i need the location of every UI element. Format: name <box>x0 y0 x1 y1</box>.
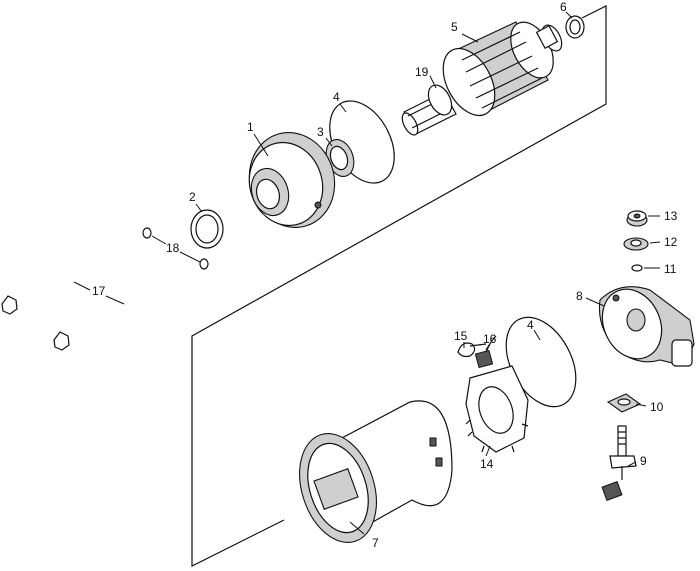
callout-2: 2 <box>189 190 196 204</box>
leader-14 <box>485 445 491 457</box>
assembly-boundary <box>191 5 607 567</box>
field-frame-part-7 <box>299 400 453 543</box>
terminal-stud-part-9 <box>601 425 637 501</box>
leader-6 <box>565 11 573 19</box>
washer-part-12 <box>623 237 649 251</box>
callout-16: 16 <box>483 332 497 346</box>
leader-18b <box>179 251 201 263</box>
armature-shaft-part-19 <box>401 84 457 136</box>
leader-8 <box>585 297 605 307</box>
callout-4b: 4 <box>527 318 534 332</box>
washer-part-2 <box>190 209 224 249</box>
leader-16 <box>485 343 491 353</box>
callout-14: 14 <box>480 457 494 471</box>
leader-12 <box>649 241 661 244</box>
callout-19: 19 <box>415 65 429 79</box>
drive-end-housing-part-1 <box>248 131 336 229</box>
armature-part-5 <box>442 21 563 117</box>
leader-9 <box>627 461 637 467</box>
through-bolt-part-17-upper <box>1 250 105 315</box>
commutator-end-housing-part-8 <box>598 286 695 367</box>
o-ring-part-11 <box>631 264 643 272</box>
leader-17b <box>105 295 125 305</box>
leader-19 <box>429 75 437 89</box>
leader-7 <box>349 521 365 535</box>
through-bolt-part-17-lower <box>53 283 163 351</box>
leader-1 <box>253 133 269 157</box>
leader-17a <box>73 281 91 291</box>
callout-17: 17 <box>92 284 106 298</box>
callout-3: 3 <box>317 125 324 139</box>
callout-15: 15 <box>454 329 468 343</box>
leader-2 <box>195 203 203 213</box>
callout-10: 10 <box>650 400 664 414</box>
leader-3 <box>325 137 333 147</box>
callout-1: 1 <box>247 120 254 134</box>
leader-5 <box>461 33 479 43</box>
leader-4b <box>533 329 541 341</box>
leader-4a <box>339 103 347 113</box>
brush-plate-part-14 <box>465 365 529 453</box>
brush-part-16 <box>474 335 497 369</box>
callout-18: 18 <box>166 241 180 255</box>
callout-6: 6 <box>560 0 567 14</box>
callout-9: 9 <box>640 454 647 468</box>
callout-8: 8 <box>576 289 583 303</box>
o-ring-part-18-a <box>142 227 152 239</box>
leader-10 <box>635 403 647 407</box>
callout-11: 11 <box>664 262 677 276</box>
callout-4a: 4 <box>333 90 340 104</box>
insulator-part-10 <box>606 393 642 413</box>
callout-13: 13 <box>664 209 678 223</box>
callout-5: 5 <box>451 20 458 34</box>
leader-18a <box>151 235 167 245</box>
washer-part-6 <box>565 15 585 39</box>
callout-12: 12 <box>664 235 678 249</box>
nut-part-13 <box>626 210 648 227</box>
o-ring-part-18-b <box>199 258 209 270</box>
callout-7: 7 <box>372 536 379 550</box>
